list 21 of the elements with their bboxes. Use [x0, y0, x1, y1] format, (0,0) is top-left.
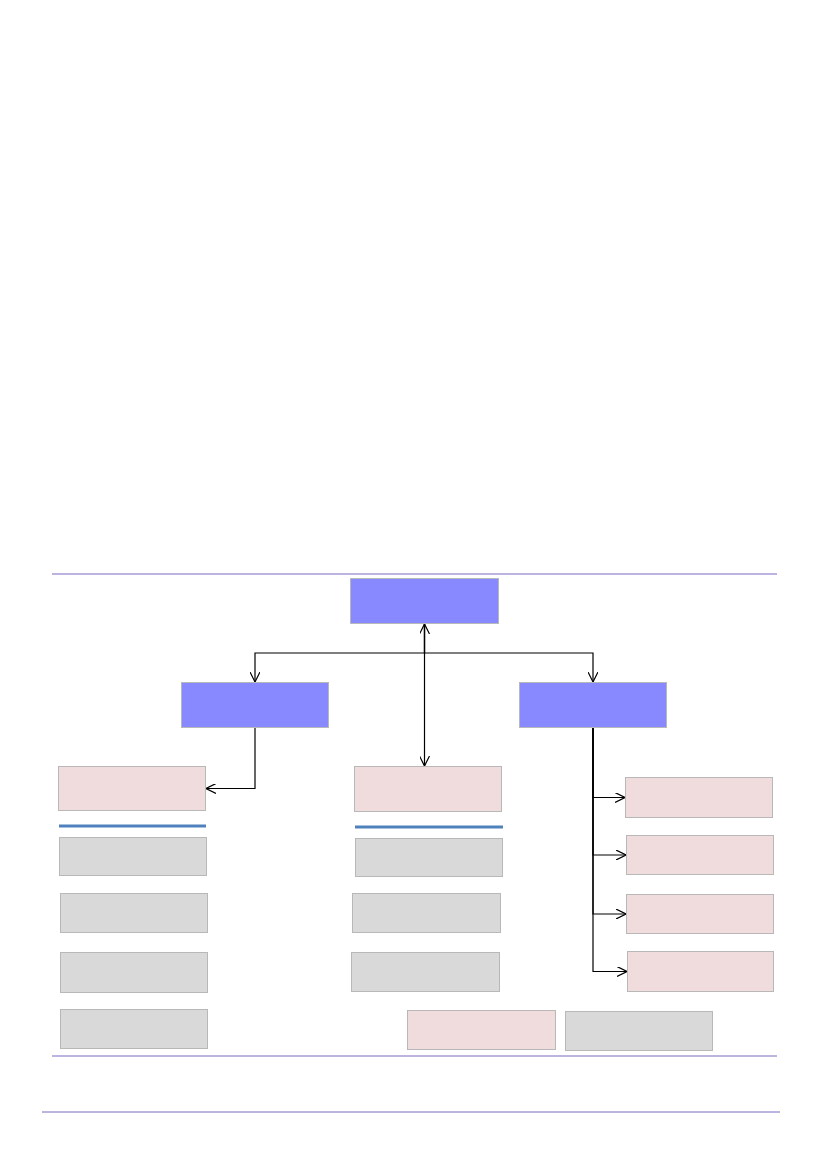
empty-box — [565, 1011, 713, 1051]
empty-box — [626, 835, 774, 875]
empty-box — [59, 837, 207, 876]
empty-box — [519, 682, 667, 728]
empty-box — [355, 838, 503, 877]
connector-arrow — [205, 727, 256, 795]
empty-box — [626, 894, 774, 934]
empty-box — [351, 952, 500, 992]
empty-box — [60, 893, 208, 933]
empty-box — [60, 952, 208, 993]
connector-arrow — [418, 623, 431, 767]
empty-box — [354, 766, 502, 812]
empty-box — [627, 951, 774, 992]
empty-box — [60, 1009, 208, 1049]
empty-box — [181, 682, 329, 728]
empty-box — [407, 1010, 556, 1050]
empty-box — [625, 777, 773, 818]
empty-box — [352, 893, 501, 933]
empty-box — [350, 578, 499, 624]
empty-box — [58, 766, 206, 811]
connector-arrow — [592, 727, 628, 978]
